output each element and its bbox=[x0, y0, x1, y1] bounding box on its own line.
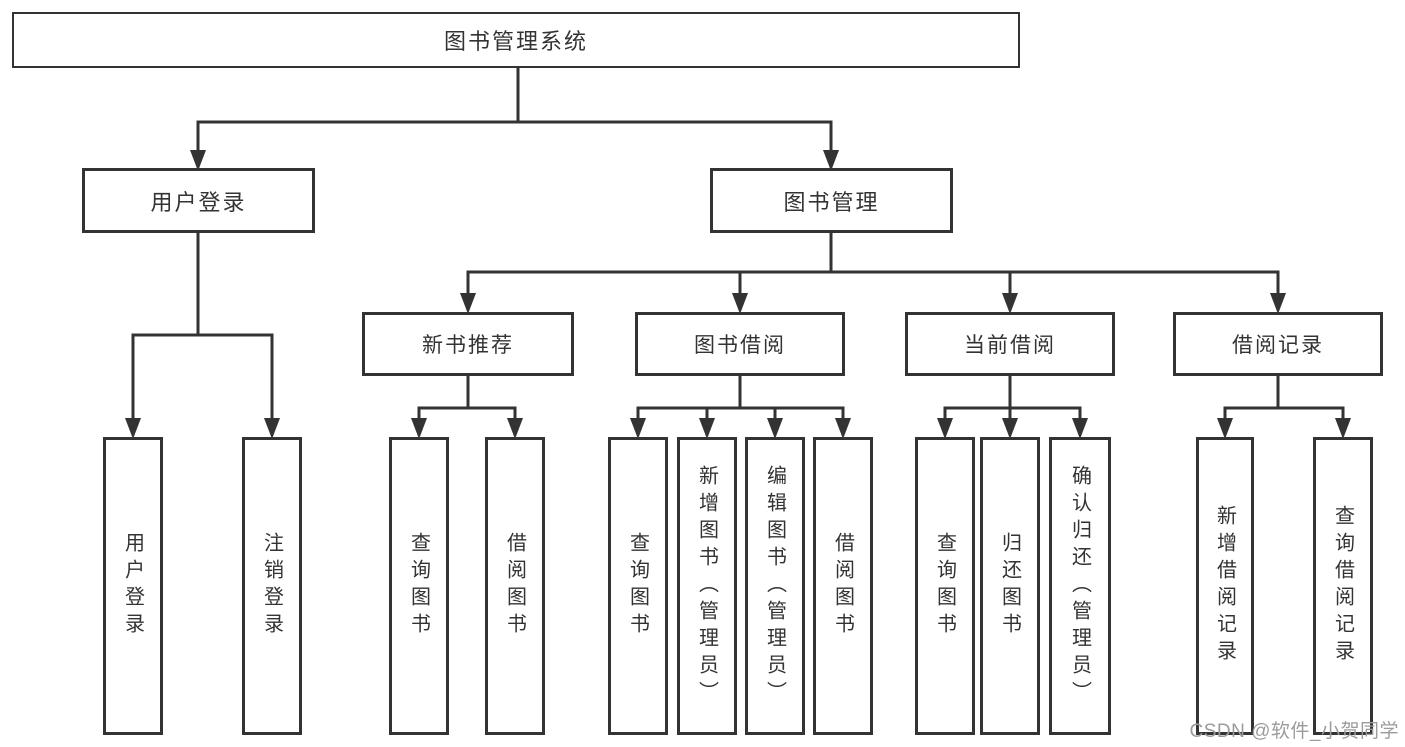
node-label: 图书管理 bbox=[783, 189, 880, 215]
leaf-label: 归还图书 bbox=[998, 532, 1021, 640]
node-label: 图书管理系统 bbox=[443, 29, 588, 54]
leaf-user-login: 用户登录 bbox=[103, 437, 163, 735]
leaf-label: 查询图书 bbox=[407, 532, 430, 640]
leaf-label: 用户登录 bbox=[121, 532, 144, 640]
node-label: 当前借阅 bbox=[964, 334, 1056, 357]
leaf-borrow-book-recommend: 借阅图书 bbox=[485, 437, 545, 735]
leaf-query-book-current: 查询图书 bbox=[915, 437, 975, 735]
leaf-logout: 注销登录 bbox=[242, 437, 302, 735]
node-label: 图书借阅 bbox=[694, 334, 786, 357]
node-current-borrowing: 当前借阅 bbox=[905, 312, 1115, 376]
leaf-label: 确认归还（管理员） bbox=[1068, 464, 1091, 708]
leaf-label: 借阅图书 bbox=[503, 532, 526, 640]
node-borrowing-records: 借阅记录 bbox=[1173, 312, 1383, 376]
leaf-return-book: 归还图书 bbox=[980, 437, 1040, 735]
node-library-management-system: 图书管理系统 bbox=[12, 12, 1020, 68]
leaf-label: 查询借阅记录 bbox=[1331, 505, 1354, 667]
leaf-label: 新增图书（管理员） bbox=[695, 464, 718, 708]
node-book-borrowing: 图书借阅 bbox=[635, 312, 845, 376]
node-label: 借阅记录 bbox=[1232, 334, 1324, 357]
node-new-book-recommendation: 新书推荐 bbox=[362, 312, 574, 376]
leaf-label: 新增借阅记录 bbox=[1213, 505, 1236, 667]
csdn-watermark: CSDN @软件_小贺同学 bbox=[1189, 721, 1399, 742]
leaf-add-borrow-record: 新增借阅记录 bbox=[1196, 437, 1254, 735]
leaf-confirm-return-admin: 确认归还（管理员） bbox=[1049, 437, 1111, 735]
node-user-login: 用户登录 bbox=[82, 168, 315, 233]
leaf-add-book-admin: 新增图书（管理员） bbox=[677, 437, 737, 735]
leaf-query-book-borrow: 查询图书 bbox=[608, 437, 668, 735]
leaf-label: 查询图书 bbox=[933, 532, 956, 640]
leaf-label: 查询图书 bbox=[626, 532, 649, 640]
leaf-label: 借阅图书 bbox=[831, 532, 854, 640]
leaf-label: 注销登录 bbox=[260, 532, 283, 640]
leaf-label: 编辑图书（管理员） bbox=[763, 464, 786, 708]
node-book-management: 图书管理 bbox=[710, 168, 953, 233]
leaf-borrow-book: 借阅图书 bbox=[813, 437, 873, 735]
leaf-query-borrow-record: 查询借阅记录 bbox=[1313, 437, 1373, 735]
leaf-edit-book-admin: 编辑图书（管理员） bbox=[745, 437, 805, 735]
leaf-query-book-recommend: 查询图书 bbox=[389, 437, 449, 735]
node-label: 新书推荐 bbox=[422, 334, 514, 357]
node-label: 用户登录 bbox=[150, 189, 247, 215]
